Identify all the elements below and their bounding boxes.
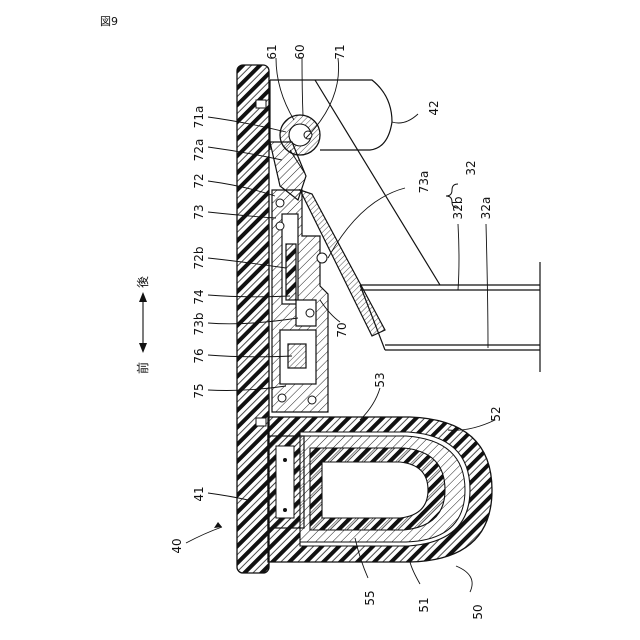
label-73a: 73a xyxy=(417,171,431,194)
label-32a: 32a xyxy=(479,197,493,220)
label-73: 73 xyxy=(192,204,206,219)
label-60: 60 xyxy=(293,44,307,59)
label-52: 52 xyxy=(489,406,503,421)
label-40: 40 xyxy=(170,538,184,553)
label-72b: 72b xyxy=(192,247,206,270)
base-55 xyxy=(268,436,304,528)
label-32: 32 xyxy=(464,160,478,175)
label-41: 41 xyxy=(192,486,206,501)
label-73b: 73b xyxy=(192,313,206,336)
label-55: 55 xyxy=(363,590,377,605)
label-51: 51 xyxy=(417,597,431,612)
back-label: 後 xyxy=(136,276,150,288)
label-72a: 72a xyxy=(192,139,206,162)
direction-indicator: 後 前 xyxy=(135,276,150,374)
label-76: 76 xyxy=(192,348,206,363)
label-53: 53 xyxy=(373,372,387,387)
door-panel-41 xyxy=(237,65,269,573)
label-61: 61 xyxy=(265,44,279,59)
label-71a: 71a xyxy=(192,106,206,129)
figure-title: 図9 xyxy=(100,15,118,28)
label-70: 70 xyxy=(335,322,349,337)
label-75: 75 xyxy=(192,383,206,398)
label-42: 42 xyxy=(427,100,441,115)
front-label: 前 xyxy=(135,362,150,374)
label-74: 74 xyxy=(192,289,206,304)
tray-32 xyxy=(360,262,540,372)
label-32b: 32b xyxy=(451,197,465,220)
label-72: 72 xyxy=(192,173,206,188)
label-50: 50 xyxy=(471,604,485,619)
label-71: 71 xyxy=(333,44,347,59)
